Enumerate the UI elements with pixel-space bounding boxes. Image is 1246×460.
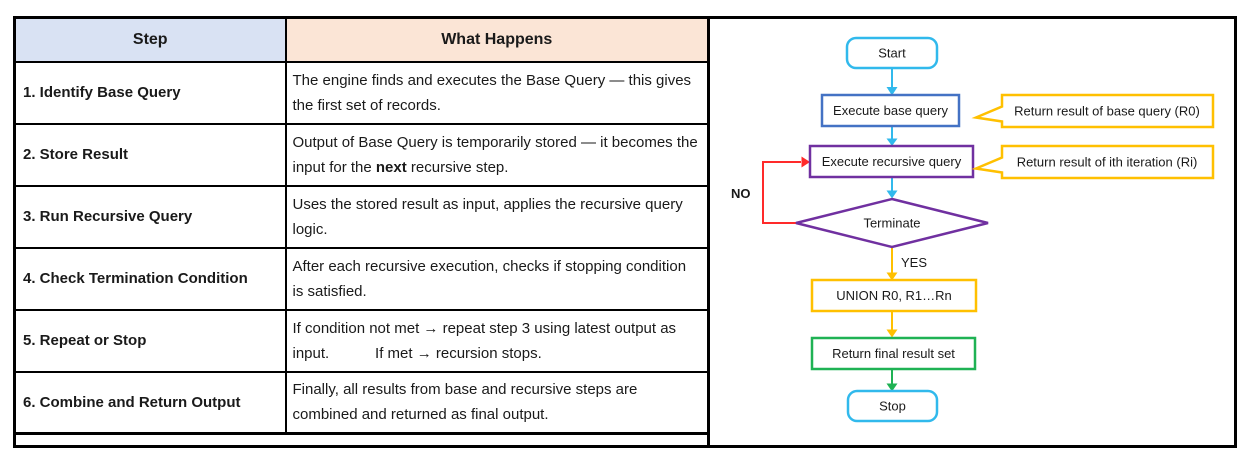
step-description: After each recursive execution, checks i… xyxy=(284,246,710,311)
step-name: 1. Identify Base Query xyxy=(13,60,287,125)
arrowhead-icon xyxy=(886,329,898,338)
description-text: After each recursive execution, checks i… xyxy=(292,257,691,300)
return-final-result-label: Return final result set xyxy=(832,346,955,361)
step-description: If condition not met → repeat step 3 usi… xyxy=(284,308,710,373)
flowchart: NO YES Start Execute base query Return r… xyxy=(731,36,1215,423)
description-text: Output of Base Query is temporarily stor… xyxy=(292,133,702,176)
description-text: If condition not met → repeat step 3 usi… xyxy=(292,319,681,362)
return-final-result-node: Return final result set xyxy=(810,336,977,371)
step-description: Finally, all results from base and recur… xyxy=(284,370,710,435)
stop-node: Stop xyxy=(846,389,939,423)
table-row: 6. Combine and Return Output Finally, al… xyxy=(13,370,710,435)
start-node: Start xyxy=(845,36,939,70)
arrowhead-icon xyxy=(886,87,898,96)
execute-recursive-query-label: Execute recursive query xyxy=(822,154,962,169)
terminate-label: Terminate xyxy=(863,216,920,231)
description-text: recursive step. xyxy=(406,158,509,176)
union-label: UNION R0, R1…Rn xyxy=(836,288,952,303)
connector-no-loop xyxy=(762,161,801,224)
description-text: Finally, all results from base and recur… xyxy=(292,381,642,424)
table-row: 2. Store Result Output of Base Query is … xyxy=(13,122,710,187)
yes-branch-label: YES xyxy=(901,255,927,270)
step-description: Output of Base Query is temporarily stor… xyxy=(284,122,710,187)
step-name: 3. Run Recursive Query xyxy=(13,184,287,249)
execute-recursive-query-node: Execute recursive query xyxy=(808,144,975,179)
column-header-step: Step xyxy=(13,16,287,63)
arrowhead-icon xyxy=(801,156,810,168)
callout-iteration-result: Return result of ith iteration (Ri) xyxy=(971,144,1215,180)
stop-node-label: Stop xyxy=(879,399,906,414)
column-header-what-happens: What Happens xyxy=(284,16,710,63)
description-text: Uses the stored result as input, applies… xyxy=(292,195,687,238)
execute-base-query-node: Execute base query xyxy=(820,93,961,128)
description-text: The engine finds and executes the Base Q… xyxy=(292,71,696,114)
step-name: 5. Repeat or Stop xyxy=(13,308,287,373)
table-row: 1. Identify Base Query The engine finds … xyxy=(13,60,710,125)
arrowhead-icon xyxy=(886,383,898,392)
steps-table: Step What Happens 1. Identify Base Query… xyxy=(13,16,710,435)
callout-base-result-label: Return result of base query (R0) xyxy=(1014,104,1200,119)
arrowhead-icon xyxy=(886,138,898,146)
step-name: 2. Store Result xyxy=(13,122,287,187)
step-description: Uses the stored result as input, applies… xyxy=(284,184,710,249)
table-row: 3. Run Recursive Query Uses the stored r… xyxy=(13,184,710,249)
callout-iteration-result-label: Return result of ith iteration (Ri) xyxy=(1017,155,1198,170)
terminate-decision-node: Terminate xyxy=(795,197,989,249)
no-branch-label: NO xyxy=(731,186,751,201)
callout-base-result: Return result of base query (R0) xyxy=(971,93,1215,129)
table-row: 5. Repeat or Stop If condition not met →… xyxy=(13,308,710,373)
step-name: 4. Check Termination Condition xyxy=(13,246,287,311)
start-node-label: Start xyxy=(878,46,906,61)
execute-base-query-label: Execute base query xyxy=(833,103,948,118)
table-row: 4. Check Termination Condition After eac… xyxy=(13,246,710,311)
step-name: 6. Combine and Return Output xyxy=(13,370,287,435)
table-header-row: Step What Happens xyxy=(13,16,710,63)
step-description: The engine finds and executes the Base Q… xyxy=(284,60,710,125)
description-bold-text: next xyxy=(375,158,407,176)
arrowhead-icon xyxy=(886,190,898,199)
union-node: UNION R0, R1…Rn xyxy=(810,278,978,313)
arrowhead-icon xyxy=(886,272,898,281)
